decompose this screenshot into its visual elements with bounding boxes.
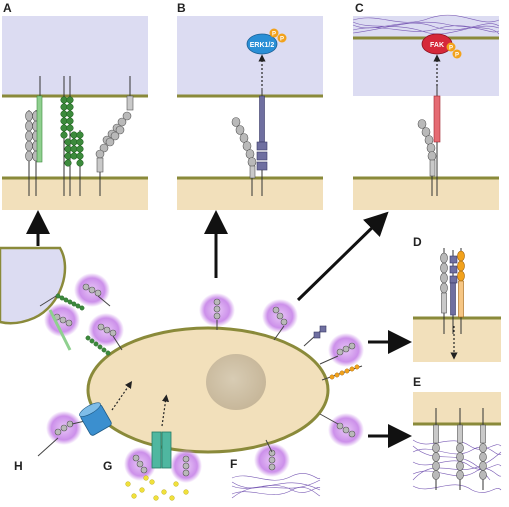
gray-bead-chain	[432, 408, 487, 490]
green-rod	[48, 309, 72, 351]
phospho-circle	[277, 33, 287, 43]
lower-cell	[177, 178, 323, 210]
fak-label: FAK	[430, 42, 444, 49]
panel-label-a: A	[3, 1, 12, 15]
panel-label-f: F	[230, 457, 237, 471]
panel-label-e: E	[413, 375, 421, 389]
lower-cell	[2, 178, 148, 210]
gray-bead-chain	[95, 76, 134, 196]
upper-cell	[177, 16, 323, 96]
phospho-label: P	[272, 32, 276, 38]
panel-c: FAK P P	[352, 14, 500, 210]
ig-receptor	[256, 88, 268, 196]
phospho-circle	[269, 28, 279, 38]
ig-receptor	[303, 325, 327, 347]
phospho-label: P	[280, 37, 284, 43]
integrin-receptor	[433, 86, 441, 196]
big-arrows	[26, 210, 412, 448]
phospho-label: P	[449, 46, 453, 52]
panel-d	[413, 248, 501, 362]
ion-dots	[125, 475, 189, 501]
erk-enzyme	[246, 33, 278, 55]
ion-channel-h	[79, 402, 112, 436]
phospho-circle	[452, 49, 462, 59]
phospho-label: P	[455, 53, 459, 59]
neighbor-cell	[0, 246, 67, 325]
signal-arrow	[161, 394, 170, 427]
upper-cell	[2, 16, 148, 96]
orange-bead-chain	[457, 248, 465, 334]
panel-b: ERK1/2 P P	[177, 16, 323, 210]
panel-e	[412, 392, 502, 493]
erk-label: ERK1/2	[250, 42, 275, 49]
phospho-circle	[446, 42, 456, 52]
lower-cell	[413, 318, 501, 362]
panel-label-d: D	[413, 235, 422, 249]
green-bead-chain	[55, 293, 111, 356]
signal-arrow	[111, 381, 133, 411]
ecm-fibers	[412, 439, 502, 493]
arrow-to-c	[296, 211, 389, 302]
gray-bead-chain	[417, 119, 437, 196]
halo-bead-chains	[53, 283, 356, 477]
ecm-fibers	[352, 14, 500, 35]
gray-bead-chain	[440, 248, 448, 334]
panel-a	[2, 16, 148, 210]
panel-label-c: C	[355, 1, 364, 15]
upper-cell	[353, 16, 499, 96]
lower-cell	[353, 178, 499, 210]
nucleus	[206, 354, 266, 410]
stalk	[39, 295, 57, 307]
ecm-fibers	[231, 473, 321, 499]
ion-channel-g	[151, 431, 172, 469]
ig-receptor	[449, 250, 458, 334]
gray-bead-chain	[231, 117, 257, 196]
orange-bead-chain	[321, 364, 363, 381]
green-bead-chain	[60, 76, 84, 196]
lower-cell	[413, 392, 501, 424]
panel-label-h: H	[14, 459, 23, 473]
green-rod	[36, 95, 43, 163]
panel-label-b: B	[177, 1, 186, 15]
panel-label-g: G	[103, 459, 112, 473]
